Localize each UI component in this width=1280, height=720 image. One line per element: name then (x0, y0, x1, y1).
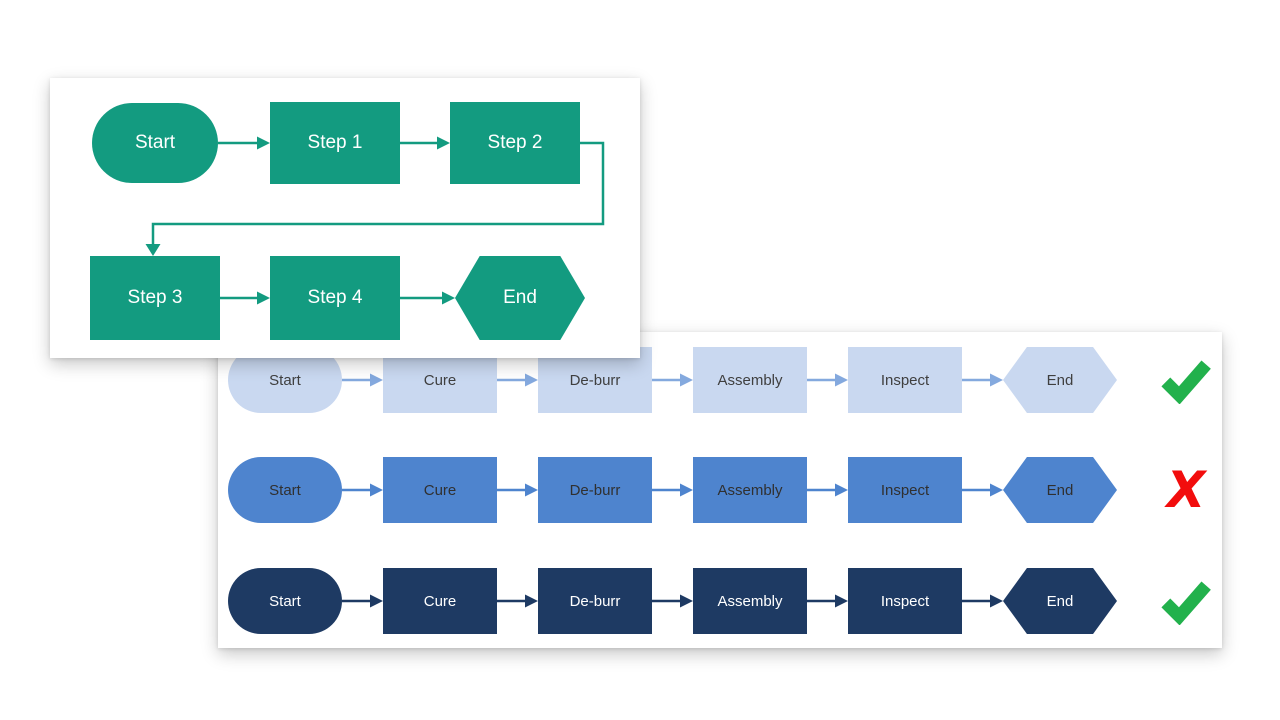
node-label: End (1046, 371, 1074, 389)
node-label: Cure (423, 481, 457, 499)
node-label: End (1046, 481, 1074, 499)
arrow-icon (652, 483, 693, 497)
node-label: Inspect (880, 371, 930, 389)
node-label: End (1046, 592, 1074, 610)
flow-node-cure: Cure (383, 347, 497, 413)
node-label: Start (269, 481, 301, 499)
node-label: Inspect (880, 481, 930, 499)
flow-node-end: End (1003, 347, 1117, 413)
node-label: Step 1 (307, 132, 363, 153)
node-label: De-burr (569, 481, 621, 499)
flow-node-step2: Step 2 (450, 102, 580, 184)
flow-node-cure: Cure (383, 457, 497, 523)
arrow-icon (342, 373, 383, 387)
node-label: Cure (423, 371, 457, 389)
flow-node-end: End (455, 256, 585, 340)
arrow-icon (652, 373, 693, 387)
process-row-medium: Start Cure De-burr Assembly Inspect End … (228, 457, 1205, 523)
node-label: Assembly (717, 481, 783, 499)
arrow-icon (652, 594, 693, 608)
node-label: Assembly (717, 592, 783, 610)
node-label: Step 4 (307, 287, 363, 308)
process-comparison-card: Start Cure De-burr Assembly Inspect End … (218, 332, 1222, 648)
node-label: De-burr (569, 371, 621, 389)
arrow-icon (497, 594, 538, 608)
arrow-icon (807, 373, 848, 387)
flow-node-start: Start (228, 457, 342, 523)
flow-node-deburr: De-burr (538, 568, 652, 634)
flow-node-cure: Cure (383, 568, 497, 634)
flow-node-end: End (1003, 457, 1117, 523)
flow-node-step1: Step 1 (270, 102, 400, 184)
node-label: End (503, 287, 537, 308)
flow-node-assembly: Assembly (693, 457, 807, 523)
process-row-dark: Start Cure De-burr Assembly Inspect End (228, 568, 1211, 634)
node-label: Step 2 (487, 132, 543, 153)
flow-node-assembly: Assembly (693, 347, 807, 413)
node-label: Start (134, 132, 176, 153)
arrow-icon (807, 594, 848, 608)
flow-node-step4: Step 4 (270, 256, 400, 340)
flow-node-start: Start (228, 347, 342, 413)
node-label: Assembly (717, 371, 783, 389)
flow-node-step3: Step 3 (90, 256, 220, 340)
flow-node-end: End (1003, 568, 1117, 634)
arrow-icon (962, 483, 1003, 497)
node-label: Start (269, 592, 301, 610)
flow-node-inspect: Inspect (848, 347, 962, 413)
arrow-icon (497, 483, 538, 497)
arrow-icon (342, 594, 383, 608)
arrow-icon (807, 483, 848, 497)
flow-node-start: Start (228, 568, 342, 634)
arrow-icon (497, 373, 538, 387)
check-icon (1161, 581, 1211, 625)
flow-node-inspect: Inspect (848, 568, 962, 634)
flow-node-deburr: De-burr (538, 457, 652, 523)
node-label: Start (269, 371, 301, 389)
node-label: De-burr (569, 592, 621, 610)
node-label: Step 3 (127, 287, 183, 308)
flow-node-assembly: Assembly (693, 568, 807, 634)
flow-node-inspect: Inspect (848, 457, 962, 523)
arrow-icon (962, 594, 1003, 608)
green-flowchart-card: Start Step 1 Step 2 Step 3 Step 4 End (50, 78, 640, 358)
process-row-light: Start Cure De-burr Assembly Inspect End (228, 347, 1211, 413)
arrow-icon (342, 483, 383, 497)
flow-node-deburr: De-burr (538, 347, 652, 413)
check-icon (1161, 360, 1211, 404)
flow-node-start: Start (92, 103, 218, 183)
arrow-icon (962, 373, 1003, 387)
node-label: Cure (423, 592, 457, 610)
node-label: Inspect (880, 592, 930, 610)
cross-icon: X (1166, 461, 1206, 519)
